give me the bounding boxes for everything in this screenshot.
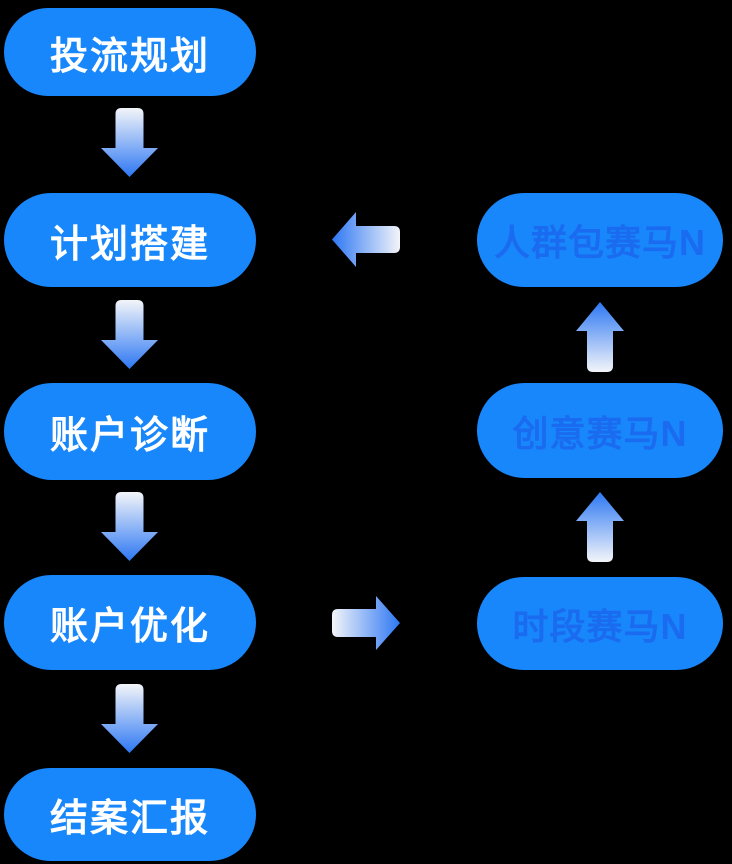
node-label: 计划搭建 <box>49 223 210 266</box>
node-label: 账户诊断 <box>49 415 210 457</box>
arrow-left-icon <box>332 212 400 267</box>
node-account-diagnosis: 账户诊断 <box>4 383 256 480</box>
node-timeslot-race: 时段赛马N <box>477 577 723 670</box>
node-label: 人群包赛马N <box>494 222 706 263</box>
node-label: 创意赛马N <box>512 412 688 454</box>
node-audience-race: 人群包赛马N <box>477 193 723 287</box>
node-label: 投流规划 <box>49 35 210 78</box>
arrow-down-icon <box>101 300 158 369</box>
node-creative-race: 创意赛马N <box>477 383 723 478</box>
arrow-up-icon <box>576 302 624 372</box>
node-label: 账户优化 <box>49 606 210 648</box>
arrow-up-icon <box>576 492 624 562</box>
node-final-report: 结案汇报 <box>4 768 256 861</box>
node-campaign-setup: 计划搭建 <box>4 193 256 287</box>
arrow-down-icon <box>101 492 158 561</box>
node-label: 结案汇报 <box>49 798 210 840</box>
node-traffic-planning: 投流规划 <box>4 8 256 96</box>
node-label: 时段赛马N <box>512 605 688 647</box>
arrow-down-icon <box>101 108 158 177</box>
node-account-optimization: 账户优化 <box>4 575 256 670</box>
arrow-right-icon <box>332 596 400 650</box>
arrow-down-icon <box>101 684 158 753</box>
